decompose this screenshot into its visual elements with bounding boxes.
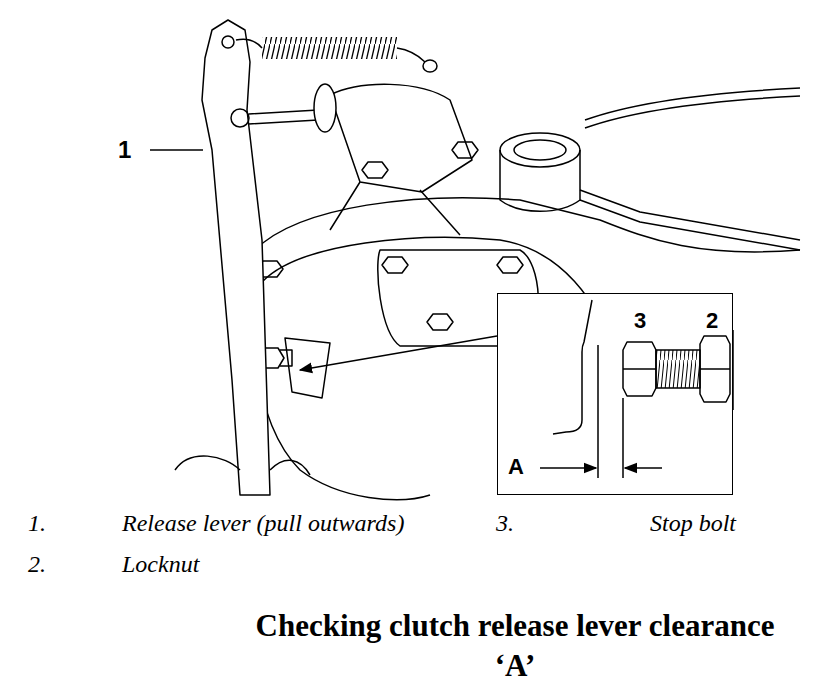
key-number: 1. bbox=[28, 510, 46, 536]
key-number: 3. bbox=[496, 510, 514, 536]
stop-bolt-head bbox=[623, 342, 656, 396]
lever-profile bbox=[553, 300, 592, 434]
lever-eye bbox=[222, 36, 234, 48]
dimension-arrow bbox=[540, 467, 596, 469]
pushrod bbox=[249, 110, 318, 124]
dimension-label: A bbox=[508, 456, 524, 478]
cylinder-body bbox=[500, 150, 580, 211]
main-drawing bbox=[150, 20, 800, 500]
part-name: Release lever (pull outwards) bbox=[122, 510, 404, 536]
callout-number: 1 bbox=[118, 138, 131, 162]
inset-ground bbox=[497, 293, 733, 495]
nut-edge bbox=[700, 368, 730, 370]
part-name: Locknut bbox=[122, 551, 199, 577]
thread bbox=[656, 350, 700, 388]
figure-caption: Checking clutch release lever clearance … bbox=[250, 606, 780, 687]
slave-cylinder-bracket bbox=[330, 84, 472, 192]
bolt-heads bbox=[257, 142, 525, 330]
bracket-web bbox=[330, 182, 460, 235]
lower-casing bbox=[175, 456, 310, 475]
locknut bbox=[280, 350, 292, 366]
return-spring bbox=[262, 37, 397, 59]
cylinder-top bbox=[500, 133, 580, 167]
rod-flange bbox=[314, 84, 336, 132]
hydraulic-pipe bbox=[585, 88, 800, 128]
callout-number: 2 bbox=[706, 310, 718, 332]
casing-outline bbox=[251, 250, 430, 500]
hydraulic-pipe bbox=[580, 190, 800, 250]
nut-edge bbox=[623, 368, 656, 370]
spring-anchor bbox=[423, 60, 437, 72]
part-name: Stop bolt bbox=[650, 510, 736, 536]
spring-hook bbox=[236, 39, 425, 62]
detail-arrow bbox=[300, 336, 497, 370]
callout-number: 3 bbox=[634, 310, 646, 332]
extension-line bbox=[598, 345, 623, 478]
dimension-arrow bbox=[625, 467, 662, 469]
locknut bbox=[700, 336, 730, 402]
lever-pivot bbox=[231, 109, 249, 127]
casing-outline bbox=[255, 198, 800, 252]
key-number: 2. bbox=[28, 551, 46, 577]
inset-drawing bbox=[540, 300, 733, 478]
cylinder-bore bbox=[514, 140, 566, 160]
detail-inset: 3 2A bbox=[497, 293, 733, 495]
leader-line bbox=[150, 149, 203, 151]
release-lever bbox=[202, 20, 270, 495]
